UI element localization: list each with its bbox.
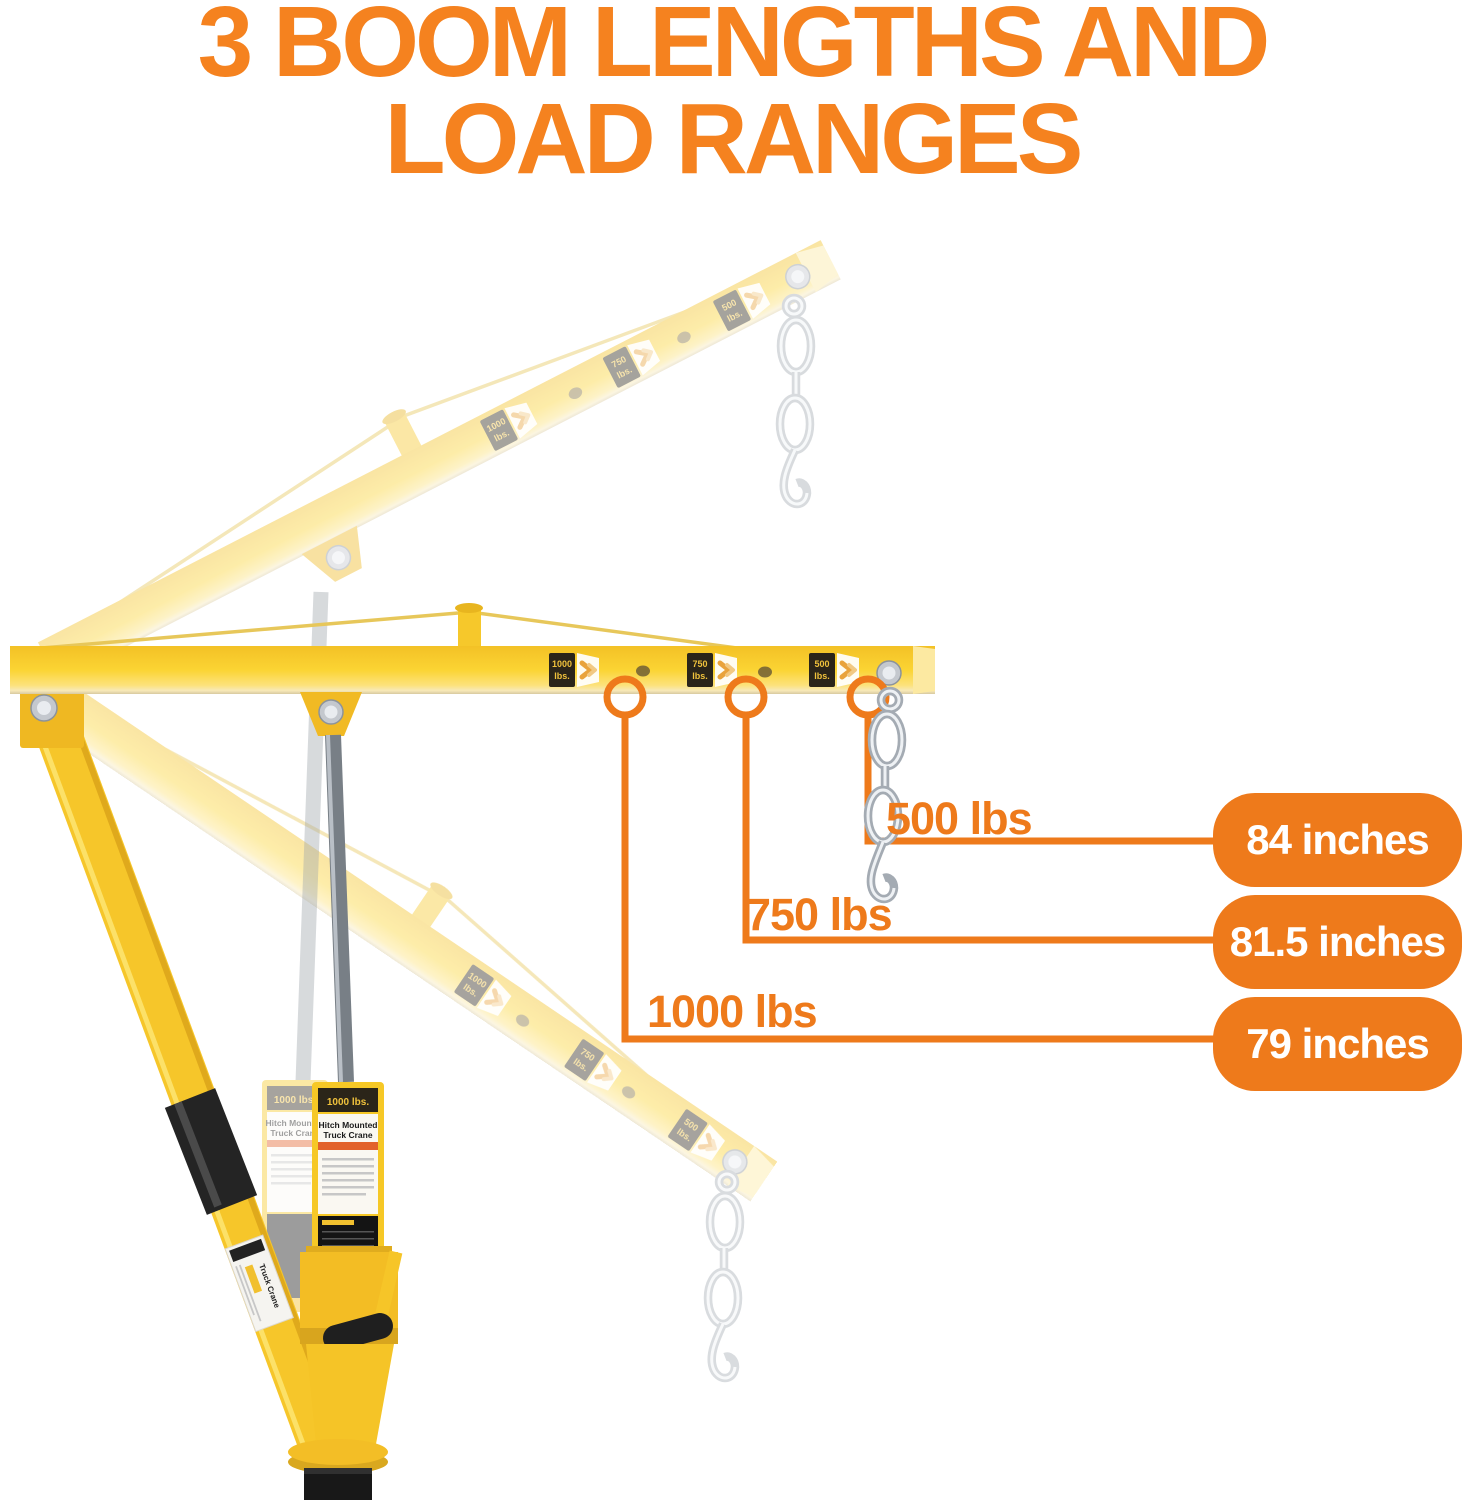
boom-tip-bolt-cap: [728, 1155, 742, 1169]
callout-label-1000lbs: 1000 lbs: [647, 986, 818, 1037]
boom-hole: [677, 331, 691, 344]
svg-text:1000 lbs.: 1000 lbs.: [327, 1097, 369, 1108]
bracket-bolt-cap: [331, 551, 345, 565]
boom-tip-bolt: [722, 1149, 748, 1175]
boom-hole: [622, 1086, 636, 1099]
svg-text:Truck Crane: Truck Crane: [323, 1130, 372, 1140]
horizontal-boom-post-cap: [455, 603, 483, 613]
svg-text:Truck Crane: Truck Crane: [270, 1128, 319, 1138]
bracket-bolt: [325, 544, 352, 571]
load-tag-1000: 1000 lbs.: [454, 964, 512, 1016]
cylinder-body-ghost: [262, 1080, 328, 1250]
load-tag-500: 500 lbs.: [809, 653, 859, 687]
boom-tip-bolt-cap: [882, 666, 896, 680]
lowered-boom-post-cap: [430, 882, 453, 900]
horizontal-boom-cable-post: [458, 606, 481, 652]
length-badge-81-5in: 81.5 inches: [1213, 895, 1462, 989]
base-column: [306, 1344, 394, 1444]
horizontal-boom-beam: [10, 646, 935, 694]
svg-text:lbs.: lbs.: [692, 671, 708, 681]
length-badge-81-5in-text: 81.5 inches: [1229, 918, 1446, 965]
callout-line-500: [864, 715, 1216, 845]
grip-highlight: [174, 1101, 222, 1208]
length-badge-84in-text: 84 inches: [1246, 816, 1429, 863]
svg-text:1000 lbs.: 1000 lbs.: [274, 1095, 316, 1106]
callout-label-500lbs: 500 lbs: [886, 793, 1033, 844]
svg-text:lbs.: lbs.: [554, 671, 570, 681]
title-line-2: LOAD RANGES: [384, 83, 1084, 195]
mast: Truck Crane: [30, 708, 344, 1454]
svg-text:1000: 1000: [552, 659, 572, 669]
hydraulic-cylinder: 1000 lbs. Hitch Mounted Truck Crane: [288, 692, 403, 1500]
svg-text:Hitch Mounted: Hitch Mounted: [265, 1118, 324, 1128]
raised-boom-ghost: 1000 lbs. 750 lbs. 500 lbs.: [37, 240, 841, 682]
boom-hole: [636, 665, 650, 677]
load-tag-500: 500 lbs.: [668, 1109, 726, 1161]
cylinder-bracket-ghost: [301, 525, 362, 582]
lowered-boom-ghost: 1000 lbs. 750 lbs. 500 lbs.: [46, 685, 778, 1383]
raised-boom-beam: [37, 240, 841, 682]
lowered-boom-end-face: [727, 1145, 774, 1197]
horizontal-boom: 1000 lbs. 750 lbs. 500 lbs.: [10, 603, 935, 694]
load-tag-750: 750 lbs.: [687, 653, 737, 687]
mast-edge-shade: [67, 708, 343, 1442]
cylinder-rod: [325, 734, 354, 1083]
length-badge-79in-text: 79 inches: [1246, 1020, 1429, 1067]
page-title: 3 BOOM LENGTHS AND LOAD RANGES: [0, 0, 1464, 195]
svg-text:500: 500: [814, 659, 829, 669]
pivot-bracket: [20, 682, 84, 748]
cylinder-rod-highlight: [326, 734, 343, 1083]
svg-text:lbs.: lbs.: [814, 671, 830, 681]
length-badge-79in: 79 inches: [1213, 997, 1462, 1091]
boom-hole: [516, 1014, 530, 1027]
callout-line-750: [742, 715, 1216, 944]
load-tag-1000: 1000 lbs.: [480, 402, 538, 451]
hitch-receiver-tube-top: [304, 1468, 372, 1474]
horizontal-boom-end-face: [913, 646, 935, 694]
title-line-1: 3 BOOM LENGTHS AND: [197, 0, 1271, 98]
pump-handle-grip: [323, 1313, 393, 1351]
raised-boom-end-face: [795, 245, 838, 293]
mast-rubber-grip: [164, 1088, 258, 1215]
callout-line-1000: [621, 715, 1216, 1043]
svg-text:750: 750: [692, 659, 707, 669]
callout-lines: [603, 675, 1216, 1043]
base-plate: [288, 1439, 388, 1465]
chain-horizontal-boom: [863, 686, 907, 904]
pivot-bolt-cap: [37, 701, 51, 715]
load-tag-750: 750 lbs.: [603, 339, 661, 388]
lowered-boom-beam: [46, 685, 778, 1202]
cylinder-bracket-bolt-cap: [324, 705, 338, 719]
load-tag-1000: 1000 lbs.: [549, 653, 599, 687]
boom-hole: [568, 387, 583, 400]
jack-flange: [306, 1246, 392, 1256]
boom-tip-bolt-cap: [791, 270, 805, 284]
raised-boom-cable-post: [383, 409, 425, 461]
boom-hole: [758, 666, 772, 678]
svg-text:Hitch Mounted: Hitch Mounted: [318, 1120, 377, 1130]
load-tag-500: 500 lbs.: [713, 282, 771, 331]
callout-label-750lbs: 750 lbs: [746, 889, 893, 940]
chain-raised-boom: [775, 293, 816, 509]
raised-boom-cable: [54, 268, 798, 647]
boom-tip-bolt: [785, 263, 811, 290]
length-badge-84in: 84 inches: [1213, 793, 1462, 887]
mast-edge-highlight: [33, 721, 309, 1453]
pump-handle-arm: [373, 1250, 403, 1324]
mast-beam: [30, 708, 344, 1454]
chain-lowered-boom: [703, 1169, 745, 1383]
load-tag-750: 750 lbs.: [564, 1039, 622, 1091]
raised-boom-post-cap: [382, 409, 406, 425]
